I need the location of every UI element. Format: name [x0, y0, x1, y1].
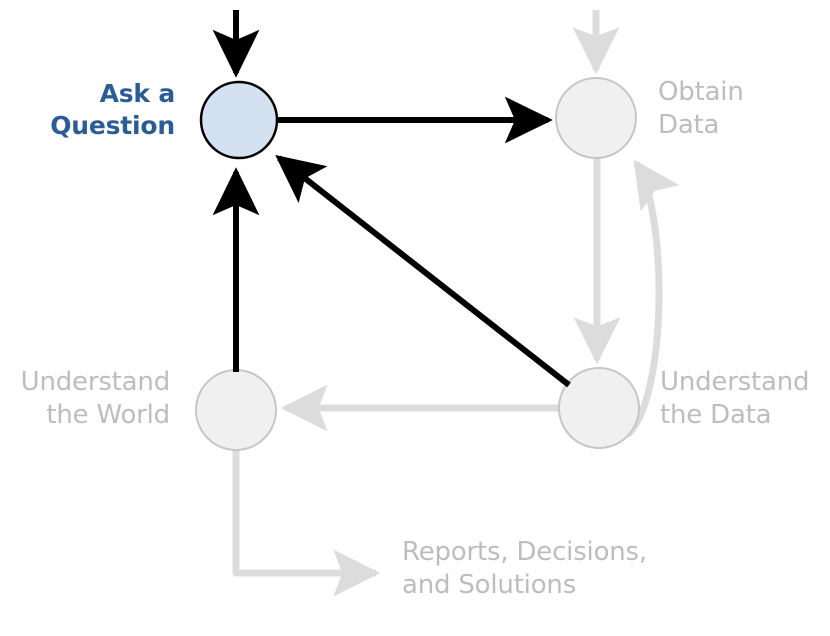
node-understand-the-data[interactable] — [558, 367, 640, 449]
edge-understand-the-world-to-reports — [232, 450, 381, 597]
node-ask-a-question[interactable] — [199, 80, 279, 160]
edge-understand-the-data-to-ask-a-question — [275, 155, 571, 388]
edge-understand-the-data-to-obtain-data — [624, 159, 680, 438]
node-understand-the-world[interactable] — [195, 369, 277, 451]
node-obtain-data[interactable] — [555, 77, 637, 159]
